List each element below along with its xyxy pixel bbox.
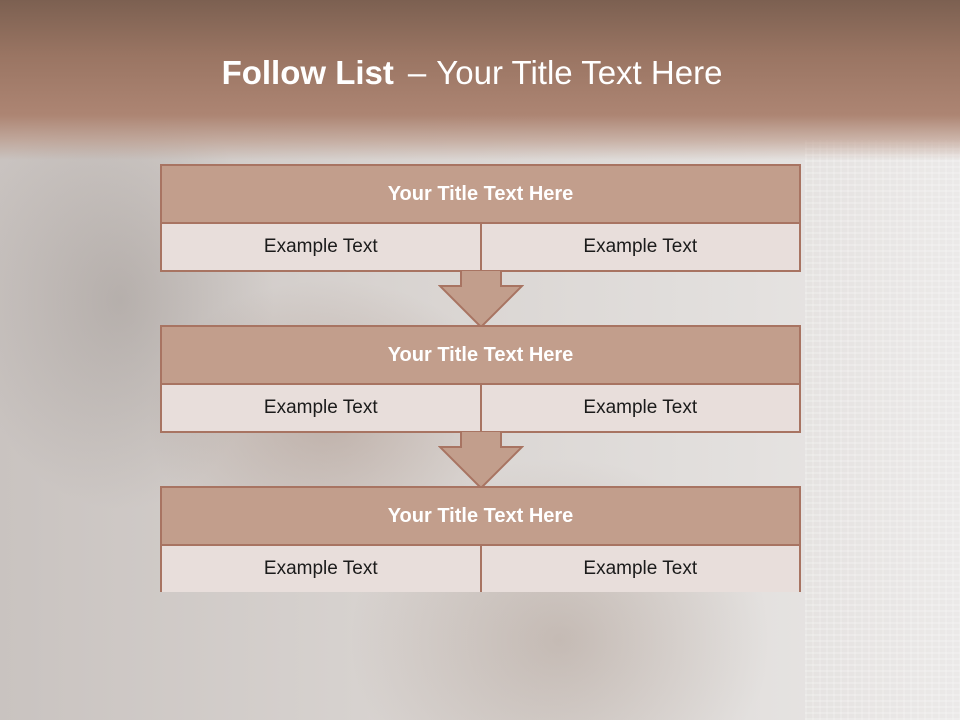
block-cell-left: Example Text [162,224,480,270]
block-cell-right: Example Text [479,546,799,592]
block-title: Your Title Text Here [162,166,799,224]
block-cell-right: Example Text [479,224,799,270]
block-title: Your Title Text Here [162,327,799,385]
flow-block-3: Your Title Text Here Example Text Exampl… [160,486,801,592]
title-bold: Follow List [221,54,394,91]
block-cell-left: Example Text [162,546,480,592]
title-rest: Your Title Text Here [436,54,723,91]
flow-block-2: Your Title Text Here Example Text Exampl… [160,325,801,433]
title-dash: – [407,54,427,91]
block-row: Example Text Example Text [162,385,799,431]
title-band [0,0,960,160]
slide-title: Follow List–Your Title Text Here [0,54,944,92]
block-title: Your Title Text Here [162,488,799,546]
down-arrow-icon [438,431,524,489]
block-row: Example Text Example Text [162,546,799,592]
block-cell-left: Example Text [162,385,480,431]
flow-block-1: Your Title Text Here Example Text Exampl… [160,164,801,272]
background-texture [805,140,960,720]
block-row: Example Text Example Text [162,224,799,270]
block-cell-right: Example Text [479,385,799,431]
down-arrow-icon [438,270,524,328]
